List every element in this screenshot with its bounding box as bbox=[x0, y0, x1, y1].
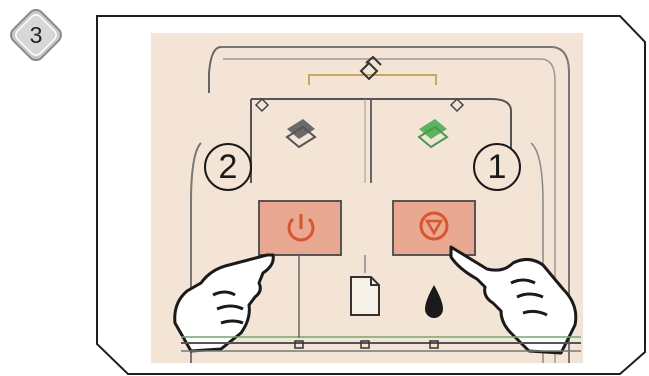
power-button[interactable] bbox=[259, 201, 341, 255]
stop-button[interactable] bbox=[393, 201, 475, 255]
ink-drop-icon bbox=[425, 285, 443, 318]
control-panel-image bbox=[151, 33, 583, 363]
control-panel-drawing bbox=[151, 33, 583, 363]
paper-icon bbox=[351, 277, 379, 315]
copy-bw-light-icon bbox=[256, 99, 268, 111]
callout-2: 2 bbox=[204, 143, 252, 191]
copy-bw-icon bbox=[287, 119, 315, 147]
copy-color-icon bbox=[419, 119, 447, 147]
copy-color-light-icon bbox=[451, 99, 463, 111]
callout-1: 1 bbox=[473, 143, 521, 191]
